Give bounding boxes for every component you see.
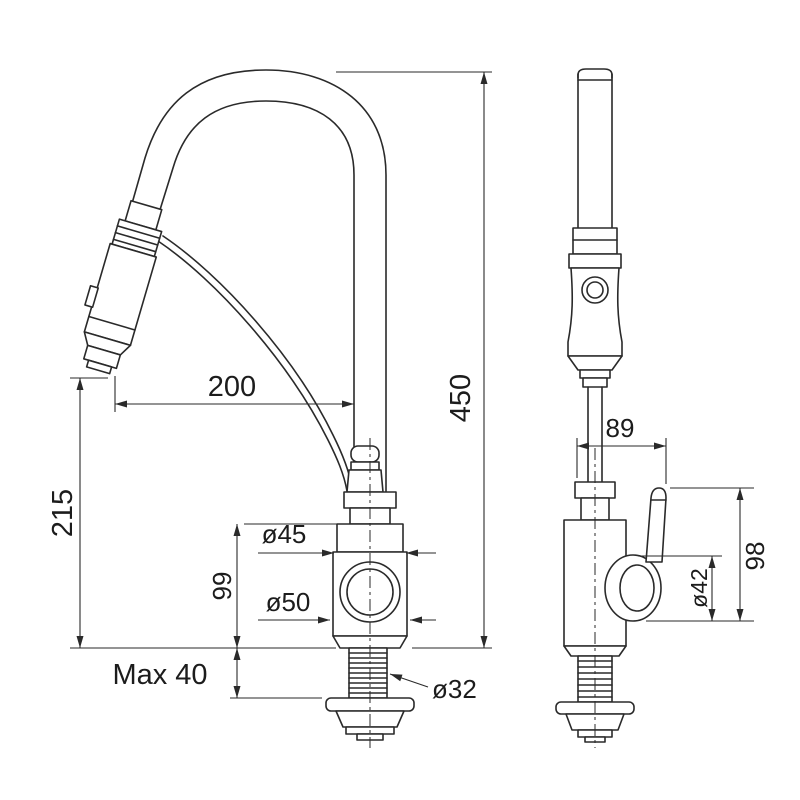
threaded-shank-side xyxy=(348,647,388,699)
dim-label-shank-diameter: ø32 xyxy=(432,674,477,704)
dim-shank-diameter: ø32 xyxy=(389,673,477,704)
spray-head-clip xyxy=(84,284,100,309)
dim-label-max-deck-thickness: Max 40 xyxy=(112,659,207,691)
handle-joint-boss xyxy=(604,554,662,622)
dim-overall-height: 450 xyxy=(336,71,492,649)
dim-max-deck-thickness: Max 40 xyxy=(112,648,322,699)
dim-label-handle-section-height: 98 xyxy=(740,542,770,571)
dim-label-overall-height: 450 xyxy=(445,374,477,422)
dim-handle-section-height: 98 xyxy=(646,487,770,622)
dimensions-front-view: 89 98 ø42 xyxy=(576,413,770,622)
body-base xyxy=(332,635,408,649)
dim-label-handle-joint-diameter: ø42 xyxy=(686,568,712,608)
faucet-body-front xyxy=(563,481,667,657)
dim-body-height: 99 xyxy=(207,523,346,648)
spray-head-front xyxy=(567,253,623,379)
dim-body-to-handle-width: 89 xyxy=(576,413,667,484)
dim-label-body-height: 99 xyxy=(207,572,237,601)
aerator-front xyxy=(579,369,611,379)
dim-spout-reach: 200 xyxy=(114,371,354,412)
spray-button-icon xyxy=(581,276,609,304)
handle-lever-side xyxy=(346,445,384,493)
dim-outlet-height: 215 xyxy=(47,377,108,648)
spout-outer-edge xyxy=(130,69,387,493)
dim-label-spout-reach: 200 xyxy=(208,371,256,403)
handle-lever-front xyxy=(645,487,667,563)
dim-top-flange-diameter: ø45 xyxy=(258,519,436,557)
dim-label-body-diameter: ø50 xyxy=(266,587,311,617)
dimensions-side-view: 450 200 215 99 Max 40 ø45 xyxy=(47,71,492,704)
riser-pipe-front xyxy=(582,377,608,483)
dim-label-outlet-height: 215 xyxy=(47,489,79,537)
front-view xyxy=(555,68,667,748)
spout-pipe-front xyxy=(572,68,618,255)
spout-inner-edge xyxy=(158,100,355,493)
dim-label-top-flange-diameter: ø45 xyxy=(262,519,307,549)
pullout-hose xyxy=(157,235,353,492)
mounting-nut-front xyxy=(565,713,625,731)
pipe-top-cap xyxy=(577,68,613,79)
dim-handle-joint-diameter: ø42 xyxy=(638,555,722,621)
spray-aerator xyxy=(85,359,113,375)
dim-body-diameter: ø50 xyxy=(258,587,436,624)
gooseneck-spout xyxy=(130,69,387,493)
side-view xyxy=(82,69,415,748)
dim-label-body-to-handle-width: 89 xyxy=(606,413,635,443)
pipe-collar xyxy=(572,227,618,255)
spray-head xyxy=(82,199,163,375)
